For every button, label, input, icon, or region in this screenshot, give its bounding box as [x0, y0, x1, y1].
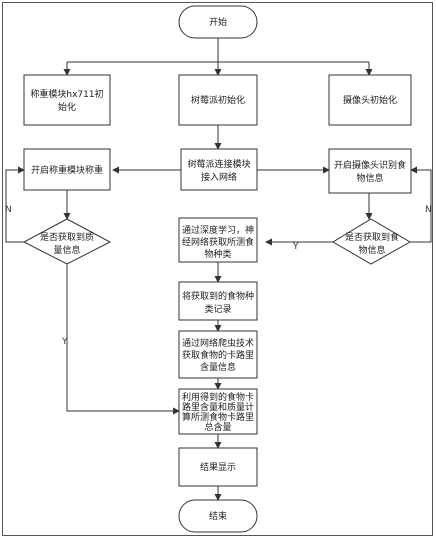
- camera-check-decision: [332, 218, 412, 265]
- deep-learning-line3: 物种类: [204, 248, 231, 260]
- crawl-line1: 通过网络爬虫技术: [182, 337, 254, 349]
- deep-learning-line2: 经网络获取所测食: [182, 236, 254, 248]
- crawl-line3: 含量信息: [200, 361, 236, 373]
- deep-learning-line1: 通过深度学习，神: [182, 224, 254, 236]
- pi-init-label: 树莓派初始化: [191, 94, 245, 106]
- camera-on-line1: 开启摄像头识别食: [334, 159, 406, 171]
- start-terminal: [178, 5, 258, 39]
- camera-yes-label: Y: [292, 242, 299, 252]
- show-result-label: 结果显示: [200, 461, 236, 473]
- record-line1: 将获取到的食物种: [182, 290, 254, 302]
- weight-check-line2: 量信息: [53, 244, 80, 256]
- show-result-box: [178, 447, 258, 487]
- weight-init-line1: 称重模块hx711初: [30, 88, 103, 100]
- diagram-frame: [2, 2, 433, 536]
- record-box: [178, 281, 258, 321]
- start-label: 开始: [209, 16, 227, 28]
- connectors: [5, 38, 432, 501]
- calc-box: [178, 388, 258, 435]
- calc-line2: 路里含量和质量计: [182, 401, 254, 413]
- pi-init-box: [178, 74, 258, 126]
- pi-network-line1: 树莓派连接模块: [187, 158, 250, 170]
- camera-check-line1: 是否获取到食: [345, 231, 399, 243]
- pi-network-line2: 接入网络: [201, 171, 237, 183]
- weight-yes-label: Y: [61, 337, 68, 347]
- pi-network-box: [180, 148, 258, 191]
- camera-no-label: N: [425, 205, 432, 215]
- crawl-line2: 获取食物的卡路里: [182, 349, 254, 361]
- camera-check-line2: 物信息: [358, 244, 385, 256]
- end-label: 结束: [209, 510, 227, 522]
- record-line2: 类记录: [204, 303, 231, 315]
- weight-on-box: [23, 148, 111, 191]
- camera-on-box: [328, 148, 412, 194]
- end-terminal: [178, 499, 258, 533]
- calc-line3: 算所测食物卡路里: [182, 411, 254, 423]
- weight-check-decision: [22, 218, 112, 265]
- weight-no-label: N: [5, 205, 12, 215]
- crawl-box: [178, 330, 258, 379]
- weight-init-box: [23, 74, 111, 126]
- calc-line1: 利用得到的食物卡: [182, 391, 254, 403]
- weight-check-line1: 是否获取到质: [40, 231, 94, 243]
- deep-learning-box: [178, 217, 258, 263]
- camera-init-label: 摄像头初始化: [343, 94, 397, 106]
- weight-on-label: 开启称重模块称重: [31, 164, 103, 176]
- weight-init-line2: 始化: [58, 101, 76, 113]
- calc-line4: 总含量: [204, 421, 231, 433]
- camera-on-line2: 物信息: [356, 172, 383, 184]
- camera-init-box: [328, 74, 412, 126]
